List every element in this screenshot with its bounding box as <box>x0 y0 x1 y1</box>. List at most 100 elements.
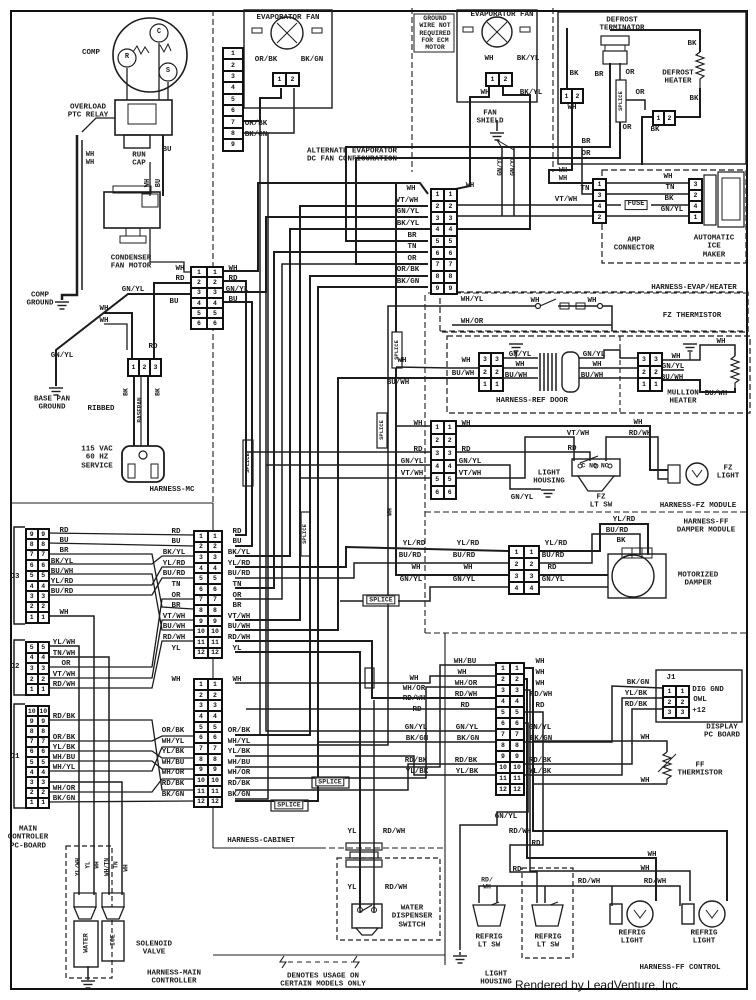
wire-label: WH <box>515 360 525 369</box>
connector-pin: 1 <box>524 546 539 558</box>
wire-label: BU/RD <box>162 569 186 578</box>
connector-pin: 4 <box>431 460 444 473</box>
connector-pin: 9 <box>444 282 457 295</box>
connector-pin: 3 <box>638 353 650 366</box>
connector-pin: 2 <box>572 89 583 103</box>
component-circle <box>626 900 654 928</box>
connector-pin: 3 <box>223 70 243 83</box>
wire-label: OVERLOAD PTC RELAY <box>67 103 109 120</box>
connector-pin: 3 <box>431 447 444 460</box>
wire-label: J2 <box>10 662 20 671</box>
wire-label: WH <box>484 54 494 63</box>
wire <box>48 640 193 689</box>
connector-pin: 4 <box>689 201 702 212</box>
wire-label: WH/BU <box>453 657 477 666</box>
connector-pin: 3 <box>37 777 49 788</box>
wire-label: BK <box>154 388 162 396</box>
component-box <box>667 464 681 484</box>
connector-pin: 5 <box>208 573 222 584</box>
wire-label: WH <box>640 733 650 742</box>
connector-pin: 8 <box>510 740 524 751</box>
wire-label: RD <box>547 563 557 572</box>
connector-pin: 7 <box>37 549 49 561</box>
wire <box>674 88 701 118</box>
wire <box>276 22 298 44</box>
connector-pin: 1 <box>37 797 49 808</box>
connector-pin: 4 <box>431 224 444 236</box>
wire-label: MAIN CONTROLER PC-BOARD <box>7 825 49 851</box>
connector-pin: 2 <box>37 673 49 685</box>
wire-label: J3 <box>10 572 20 581</box>
wire <box>48 781 123 895</box>
component-shape <box>354 927 380 936</box>
component-box <box>127 463 136 479</box>
component-box <box>655 669 743 723</box>
wire-label: DENOTES USAGE ON CERTAIN MODELS ONLY <box>280 972 366 989</box>
wire <box>13 526 25 625</box>
connector-pin: 1 <box>479 378 491 392</box>
wire <box>610 29 701 52</box>
connector-pin: 6 <box>223 104 243 117</box>
wire-label: HARNESS-CABINET <box>227 836 295 845</box>
component-box <box>345 859 383 868</box>
wire-label: WH <box>228 264 238 273</box>
component-circle <box>596 302 604 310</box>
wire-label: SPLICE <box>366 595 396 605</box>
connector-pin: 1 <box>26 797 38 808</box>
wire <box>523 667 728 901</box>
wire-label: GN/YL <box>404 723 428 732</box>
wire <box>81 117 115 133</box>
wire-label: WH <box>663 172 673 181</box>
component-box <box>114 99 173 136</box>
wire-label: OR/BK <box>161 726 185 735</box>
wire-label: RD <box>228 274 238 283</box>
connector-pin: 8 <box>431 270 444 283</box>
wire-label: WH <box>647 850 657 859</box>
wire-label: BU <box>171 537 181 546</box>
wire-label: LIGHT HOUSING <box>533 469 565 486</box>
wire-label: TN <box>580 184 590 193</box>
wire-label: WH/BU <box>161 758 185 767</box>
wire-label: WH/OR <box>454 679 478 688</box>
wire-label: BK/YL <box>50 557 74 566</box>
connector-pin: 11 <box>510 773 524 784</box>
connector-pin: 2 <box>208 689 222 701</box>
wire-label: BU/WH <box>704 389 728 398</box>
wire-label: OR/BK <box>254 55 278 64</box>
wire-label: BK/GN <box>161 790 185 799</box>
component-box <box>336 857 441 941</box>
wire <box>579 349 637 359</box>
connector-pin: 8 <box>496 740 510 751</box>
wire <box>496 139 503 149</box>
connector-pin: 2 <box>593 212 606 223</box>
wire-label: WH <box>93 861 101 869</box>
component-box <box>439 291 749 333</box>
wire <box>626 99 646 110</box>
wire-label: BU/RD <box>605 526 629 535</box>
wire-label: GN/YL <box>400 457 424 466</box>
connector-pin: 5 <box>496 707 510 718</box>
wire-label: AMP CONNECTOR <box>613 236 655 253</box>
wire-label: RD <box>59 526 69 535</box>
component-circle <box>593 463 599 469</box>
connector-pin: 5 <box>37 756 49 768</box>
wire-label: RD/ WH <box>481 876 493 891</box>
wire <box>48 598 193 668</box>
connector-pin: 1 <box>663 686 676 697</box>
connector-pin: 4 <box>26 767 38 778</box>
wire-label: RD/WH <box>162 633 186 642</box>
connector-pin: 6 <box>37 560 49 571</box>
connector-pin: 5 <box>37 642 49 653</box>
connector-pin: 6 <box>37 746 49 757</box>
wire <box>48 553 194 610</box>
connector-pin: 11 <box>208 636 222 648</box>
connector-pin: 7 <box>223 116 243 128</box>
wire-label: OR <box>171 591 181 600</box>
wire-label: RD/BK <box>528 756 552 765</box>
wire-label: RD <box>531 839 541 848</box>
